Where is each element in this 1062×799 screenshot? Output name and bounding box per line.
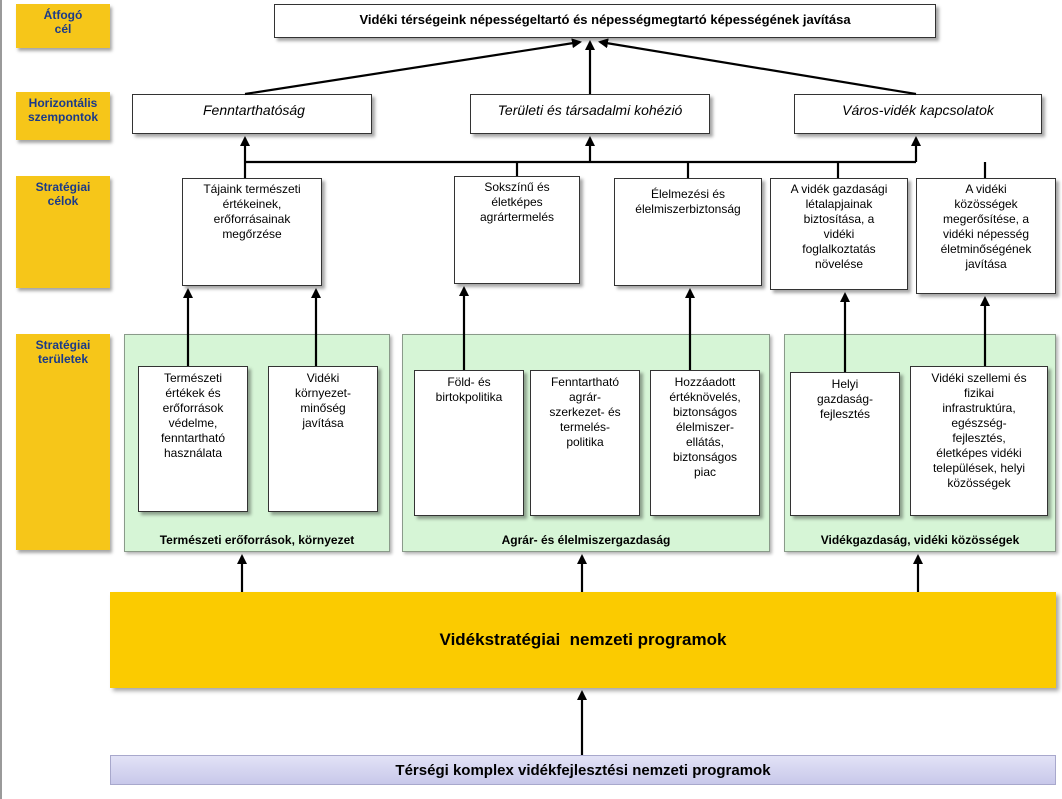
horizontal-urban-rural: Város-vidék kapcsolatok: [794, 94, 1042, 134]
area-label-agri: Agrár- és élelmiszergazdaság: [501, 533, 671, 547]
regional-programs-box: Térségi komplex vidékfejlesztési nemzeti…: [110, 755, 1056, 785]
area-label-rural: Vidékgazdaság, vidéki közösségek: [820, 533, 1020, 547]
horizontal-sustainability: Fenntarthatóság: [132, 94, 372, 134]
row-label-overall: Átfogó cél: [16, 4, 110, 48]
national-programs-label: Vidékstratégiai nemzeti programok: [439, 630, 727, 649]
horizontal-cohesion: Területi és társadalmi kohézió: [470, 94, 710, 134]
goal-food: Élelmezési és élelmiszerbiztonság: [614, 178, 762, 286]
area-item-agri-1: Föld- és birtokpolitika: [414, 370, 524, 516]
national-programs-box: Vidékstratégiai nemzeti programok: [110, 592, 1056, 688]
area-label-nature: Természeti erőforrások, környezet: [159, 533, 355, 547]
goal-agri: Sokszínű és életképes agrártermelés: [454, 176, 580, 284]
goal-nature: Tájaink természeti értékeinek, erőforrás…: [182, 178, 322, 286]
area-item-agri-2: Fenntartható agrár- szerkezet- és termel…: [530, 370, 640, 516]
area-item-rural-2: Vidéki szellemi és fizikai infrastruktúr…: [910, 366, 1048, 516]
overall-goal-box: Vidéki térségeink népességeltartó és nép…: [274, 4, 936, 38]
row-label-horizontal: Horizontális szempontok: [16, 92, 110, 140]
regional-programs-label: Térségi komplex vidékfejlesztési nemzeti…: [395, 761, 771, 779]
goal-economy: A vidék gazdasági létalapjainak biztosít…: [770, 178, 908, 290]
row-label-goals: Stratégiai célok: [16, 176, 110, 288]
goal-community: A vidéki közösségek megerősítése, a vidé…: [916, 178, 1056, 294]
area-item-nature-2: Vidéki környezet- minőség javítása: [268, 366, 378, 512]
area-item-nature-1: Természeti értékek és erőforrások védelm…: [138, 366, 248, 512]
left-edge-line: [0, 0, 2, 799]
row-label-areas: Stratégiai területek: [16, 334, 110, 550]
area-item-agri-3: Hozzáadott értéknövelés, biztonságos éle…: [650, 370, 760, 516]
area-item-rural-1: Helyi gazdaság- fejlesztés: [790, 372, 900, 516]
